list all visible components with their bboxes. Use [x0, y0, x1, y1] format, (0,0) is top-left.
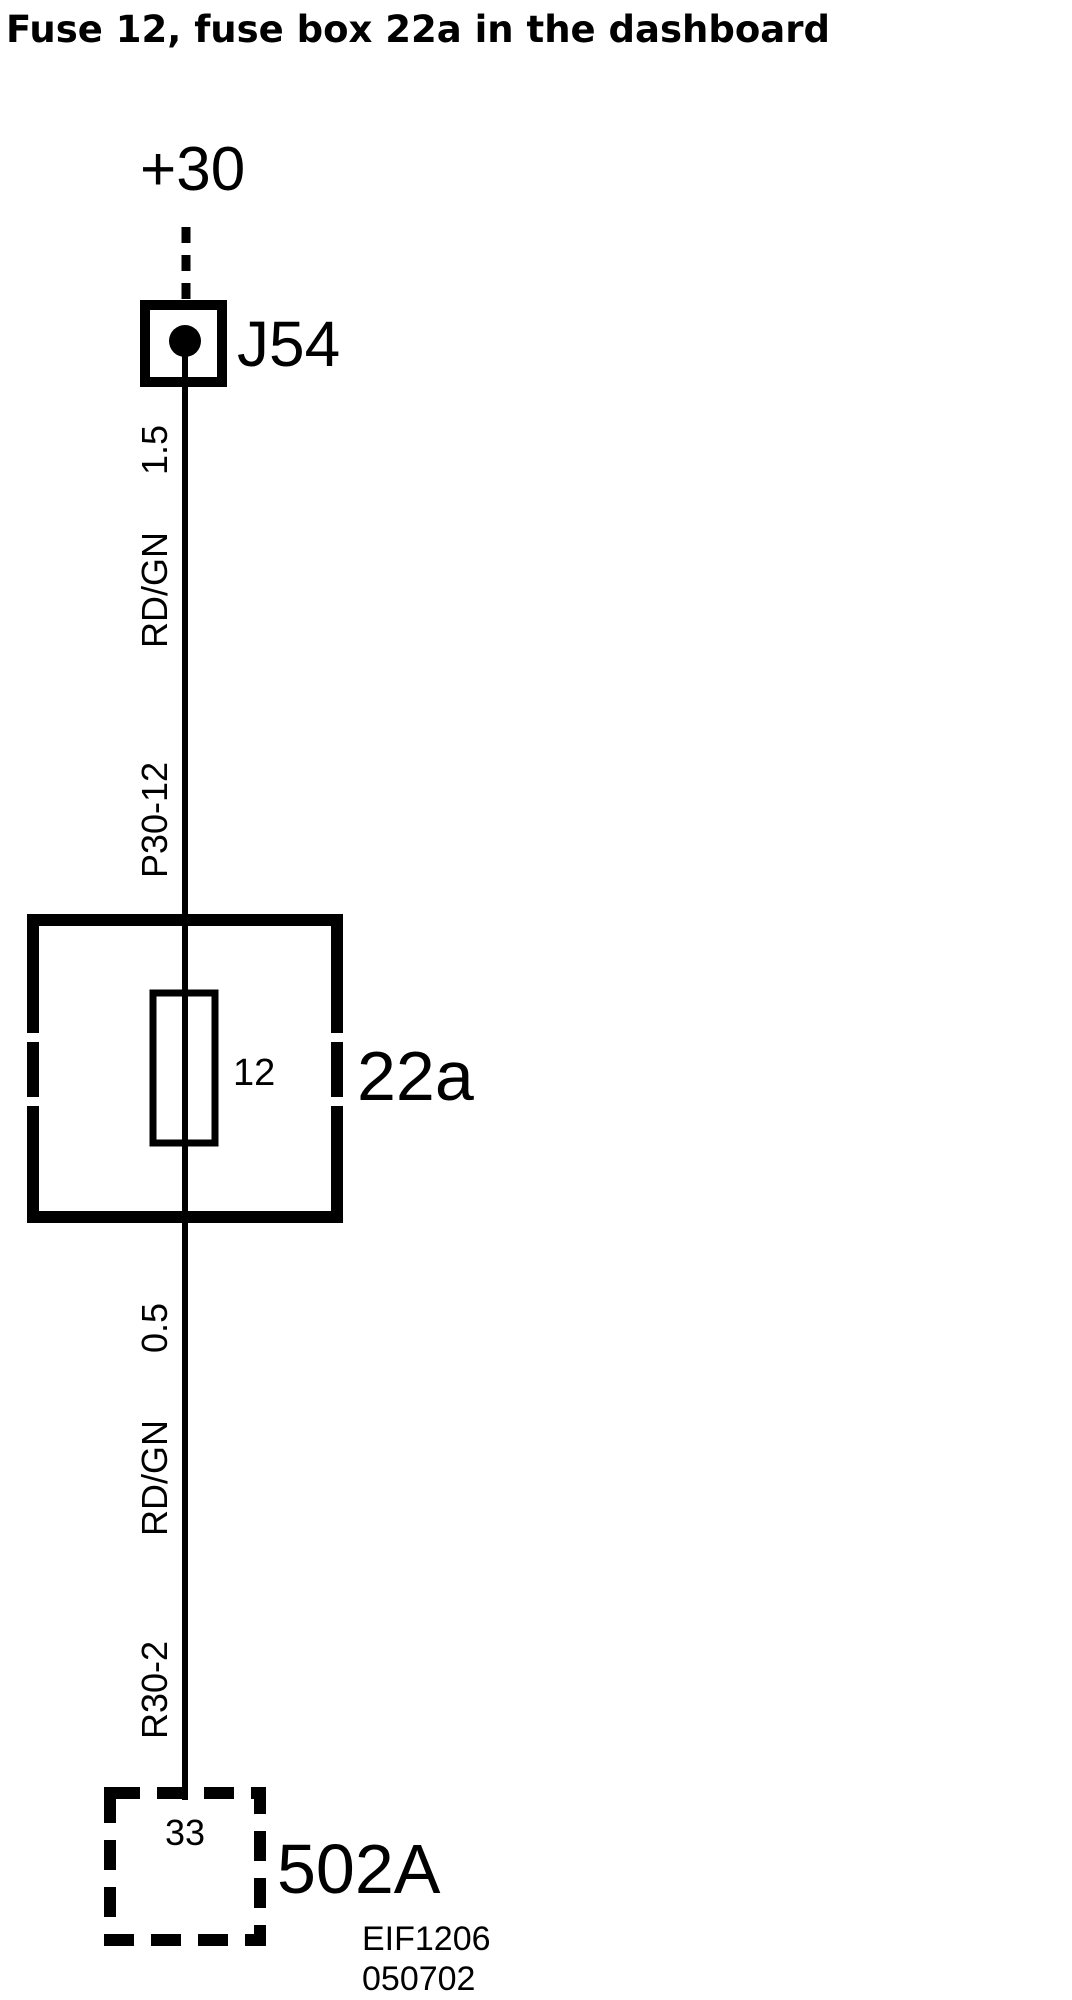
lower-wire-id: R30-2 [134, 1641, 175, 1739]
reference-code: EIF1206 [362, 1920, 491, 1958]
fuse-box-label: 22a [357, 1037, 474, 1115]
upper-wire-id: P30-12 [134, 762, 175, 878]
reference-date: 050702 [362, 1960, 475, 1998]
lower-wire-color: RD/GN [134, 1420, 175, 1536]
fuse-box-outline [27, 914, 343, 1223]
page-title: Fuse 12, fuse box 22a in the dashboard [6, 8, 830, 51]
j54-label: J54 [237, 308, 340, 380]
supply-label: +30 [140, 135, 245, 204]
upper-wire-color: RD/GN [134, 532, 175, 648]
lower-wire-size: 0.5 [134, 1303, 175, 1353]
connector-502a-box [104, 1787, 266, 1946]
connector-502a-label: 502A [277, 1830, 441, 1908]
connector-502a-pin: 33 [165, 1812, 205, 1853]
fuse-number: 12 [233, 1052, 275, 1094]
upper-wire-size: 1.5 [134, 425, 175, 475]
